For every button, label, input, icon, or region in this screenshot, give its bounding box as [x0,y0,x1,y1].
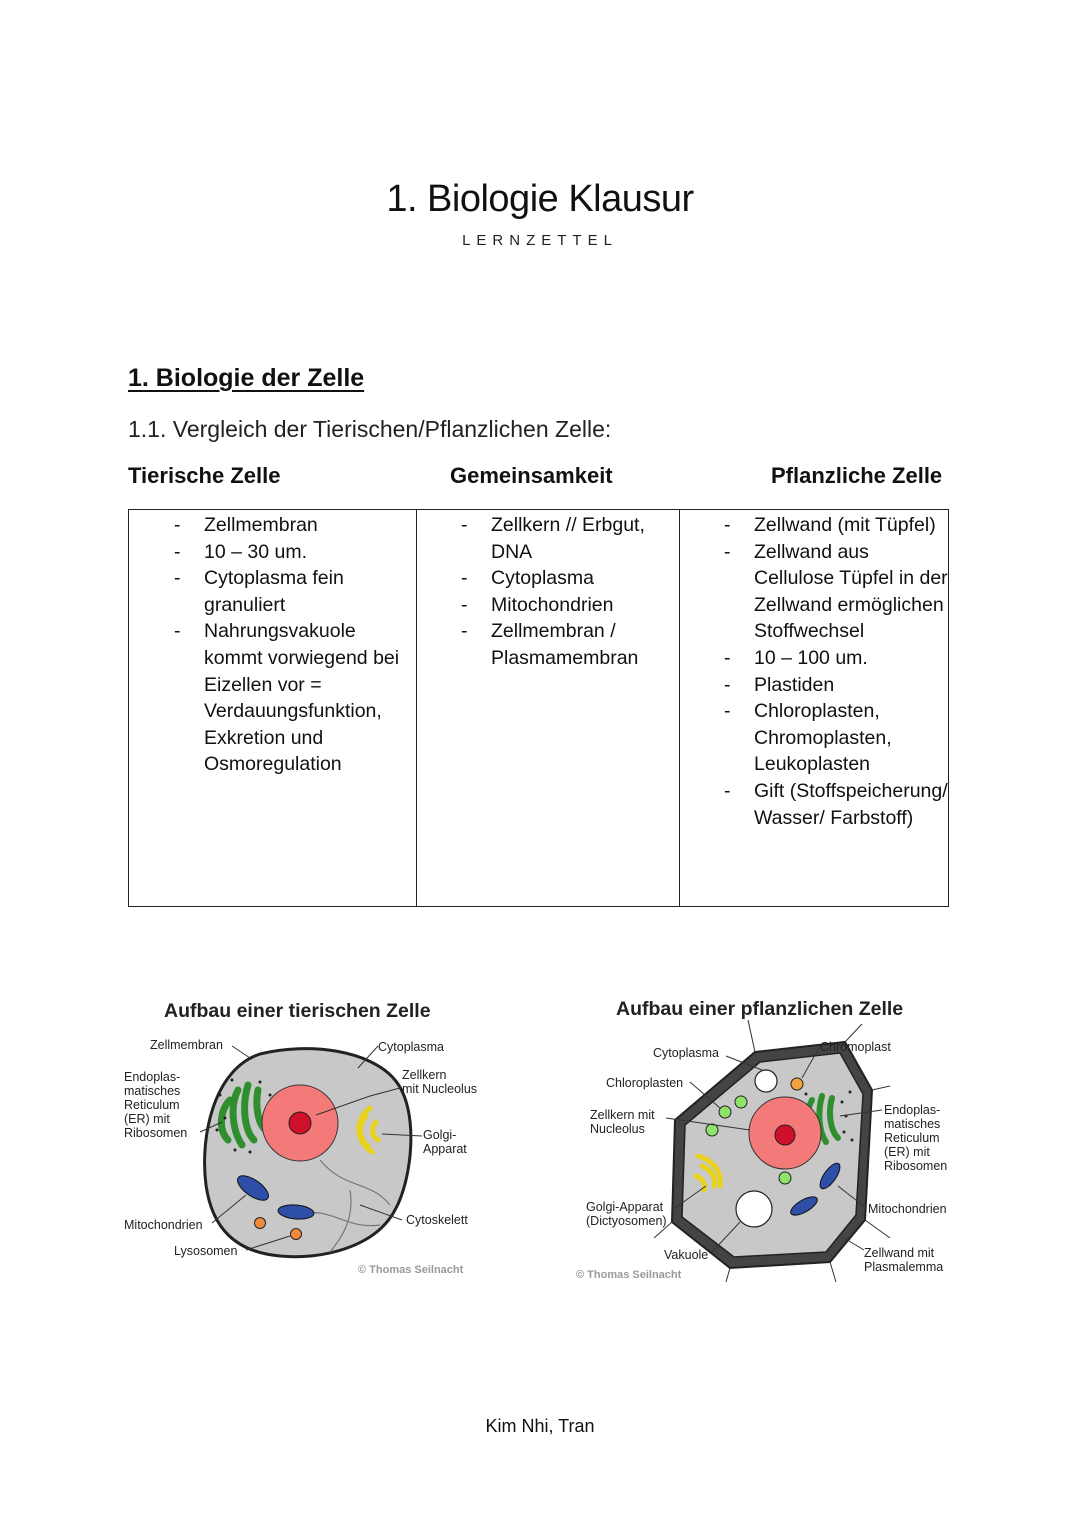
page-subtitle: LERNZETTEL [462,232,618,249]
plant-cell-diagram: Aufbau einer pflanzlichen Zelle [576,990,970,1290]
label-zellkern-line: Zellkern [402,1068,447,1082]
copyright-note: © Thomas Seilnacht [576,1269,682,1281]
list-item: Zellwand (mit Tüpfel) [724,512,948,539]
neighbor-cell-walls [653,1019,891,1283]
list-item: Plastiden [724,672,948,699]
list-item: Nahrungsvakuole kommt vorwiegend bei Eiz… [174,618,416,778]
plant-cell-illustration [653,1019,891,1283]
label-lysosomen: Lysosomen [174,1244,238,1258]
animal-cell-diagram: Aufbau einer tierischen Zelle Zellmembra [120,990,500,1290]
label-cytoskelett: Cytoskelett [406,1213,468,1227]
animal-nucleolus [288,1111,312,1135]
label-chloroplasten: Chloroplasten [606,1076,684,1090]
animal-golgi [356,1105,381,1155]
list-item: Zellkern // Erbgut, DNA [461,512,679,565]
author-footer: Kim Nhi, Tran [485,1416,595,1436]
label-er-line: matisches [124,1084,181,1098]
label-golgi-line: Golgi- [423,1128,457,1142]
comparison-table: Zellmembran 10 – 30 um. Cytoplasma fein … [128,509,949,907]
label-zellkern-line: Nucleolus [590,1122,645,1136]
label-golgi-line: Golgi-Apparat [586,1200,664,1214]
lysosome [254,1217,266,1229]
column-header-gemeinsamkeit: Gemeinsamkeit [450,463,613,488]
label-zellwand-line: Plasmalemma [864,1260,944,1274]
cell-gemeinsamkeit: Zellkern // Erbgut, DNA Cytoplasma Mitoc… [416,510,679,906]
mitochondrion [277,1204,315,1220]
list-item: Zellmembran / Plasmamembran [461,618,679,671]
label-er: Endoplas- matisches Reticulum (ER) mit R… [884,1103,947,1173]
section-heading: 1. Biologie der Zelle [128,364,365,392]
label-zellwand: Zellwand mit Plasmalemma [864,1246,943,1274]
label-er-line: Reticulum [124,1098,180,1112]
label-er: Endoplas- matisches Reticulum (ER) mit R… [124,1070,187,1140]
plant-nucleolus [774,1124,796,1146]
cell-tierisch: Zellmembran 10 – 30 um. Cytoplasma fein … [129,510,416,906]
label-er-line: Ribosomen [884,1159,948,1173]
list-item: Mitochondrien [461,592,679,619]
subsection-heading: 1.1. Vergleich der Tierischen/Pflanzlich… [128,416,612,442]
label-zellkern: Zellkern mit Nucleolus [402,1068,477,1096]
label-er-line: matisches [884,1117,941,1131]
label-er-line: Endoplas- [884,1103,941,1117]
list-item: Cytoplasma fein granuliert [174,565,416,618]
column-header-pflanzlich: Pflanzliche Zelle [771,463,943,488]
label-zellkern: Zellkern mit Nucleolus [590,1108,655,1136]
mitochondrion [790,1196,818,1216]
label-vakuole: Vakuole [664,1248,709,1262]
diagram-title: Aufbau einer pflanzlichen Zelle [616,998,904,1020]
chloroplast [705,1123,719,1137]
label-golgi-line: (Dictyosomen) [586,1214,667,1228]
label-er-line: (ER) mit [884,1145,930,1159]
label-er-line: Reticulum [884,1131,940,1145]
label-zellwand-line: Zellwand mit [864,1246,935,1260]
label-er-line: (ER) mit [124,1112,170,1126]
label-golgi: Golgi-Apparat (Dictyosomen) [586,1200,667,1228]
column-header-tierisch: Tierische Zelle [128,463,281,488]
label-er-line: Endoplas- [124,1070,181,1084]
leader-lines [665,1045,883,1253]
list-item: Chloroplasten, Chromoplasten, Leukoplast… [724,698,948,778]
mitochondrion [237,1175,269,1201]
label-chromoplast: Chromoplast [820,1040,891,1054]
animal-er [218,1081,270,1149]
diagram-title: Aufbau einer tierischen Zelle [164,1000,431,1022]
plant-vacuole [735,1190,773,1228]
mitochondrion [819,1162,841,1190]
leader-lines [199,1045,423,1251]
chromoplast [790,1077,804,1091]
label-er-line: Ribosomen [124,1126,188,1140]
list-item: Gift (Stoffspeicherung/ Wasser/ Farbstof… [724,778,948,831]
list-item: Zellmembran [174,512,416,539]
label-golgi-line: Apparat [423,1142,467,1156]
label-cytoplasma: Cytoplasma [378,1040,444,1054]
label-mitochondrien: Mitochondrien [124,1218,203,1232]
animal-cell-illustration [199,1045,423,1259]
label-mitochondrien: Mitochondrien [868,1202,947,1216]
label-cytoplasma: Cytoplasma [653,1046,719,1060]
label-zellkern-line: mit Nucleolus [402,1082,478,1096]
label-zellmembran: Zellmembran [150,1038,223,1052]
list-item: Cytoplasma [461,565,679,592]
small-vacuole [754,1069,778,1093]
plant-golgi [693,1153,723,1193]
chloroplast [778,1171,792,1185]
lysosome [290,1228,302,1240]
copyright-note: © Thomas Seilnacht [358,1264,464,1276]
label-zellkern-line: Zellkern mit [590,1108,655,1122]
chloroplast [734,1095,748,1109]
list-item: Zellwand aus Cellulose Tüpfel in der Zel… [724,539,948,645]
cell-pflanzlich: Zellwand (mit Tüpfel) Zellwand aus Cellu… [679,510,948,906]
page-title: 1. Biologie Klausur [386,178,694,220]
list-item: 10 – 30 um. [174,539,416,566]
list-item: 10 – 100 um. [724,645,948,672]
chloroplast [718,1105,732,1119]
label-golgi: Golgi- Apparat [423,1128,467,1156]
